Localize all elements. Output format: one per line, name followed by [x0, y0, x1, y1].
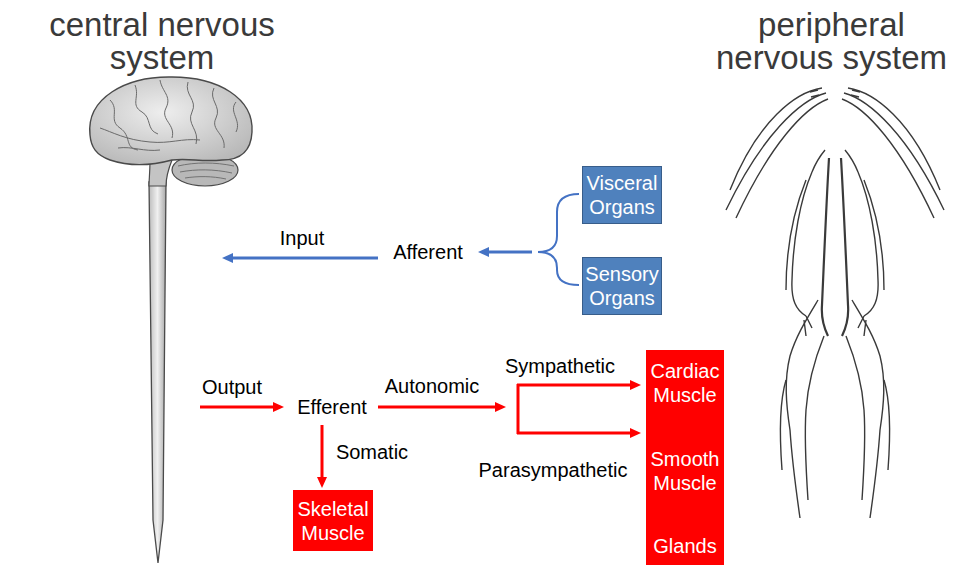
box-text: Visceral Organs [586, 171, 658, 219]
arm-nerve [736, 99, 828, 218]
output-arrow [200, 406, 273, 409]
flow-label: Efferent [297, 395, 367, 419]
organ-box: Sensory Organs [582, 257, 662, 315]
leg-nerve [805, 336, 824, 500]
effector-box: Cardiac MuscleSmooth MuscleGlands [646, 350, 724, 565]
arm-nerve [730, 88, 822, 190]
parasympathetic-arrow [517, 432, 630, 435]
input-arrow [233, 257, 378, 260]
section-heading: peripheral nervous system [714, 8, 949, 74]
flow-label: Parasympathetic [479, 458, 628, 482]
cerebrum [90, 77, 252, 165]
flow-label: Output [202, 375, 262, 399]
cerebellum-folds [178, 163, 234, 179]
nerve-figure-mirror [841, 88, 944, 518]
trunk-nerve [792, 172, 812, 316]
leg-nerve [780, 380, 786, 470]
box-text: Skeletal Muscle [297, 497, 369, 545]
pelvis-nerve [786, 300, 818, 430]
hand-dash [810, 90, 819, 97]
box-text: Cardiac Muscle [650, 359, 720, 407]
autonomic-arrow [378, 406, 495, 409]
neck-nerve [812, 150, 825, 172]
nerve-figure-half [726, 88, 829, 518]
flow-label: Afferent [393, 240, 463, 264]
trunk-nerve [786, 180, 806, 290]
box-text: Sensory Organs [585, 262, 658, 310]
arm-nerve [726, 93, 826, 210]
box-text: Smooth Muscle [650, 447, 720, 495]
flow-label: Autonomic [385, 374, 480, 398]
brace [538, 194, 579, 285]
box-text: Glands [653, 534, 716, 558]
spinal-cord [149, 182, 166, 563]
flow-label: Somatic [336, 440, 408, 464]
spine-nerve [822, 158, 829, 336]
brain-illustration [90, 77, 252, 563]
hand-nerve [804, 316, 812, 336]
leg-nerve [790, 430, 800, 518]
branch-line [517, 384, 520, 434]
flow-label: Sympathetic [505, 354, 615, 378]
brain-gyri [100, 80, 238, 150]
somatic-arrow [321, 425, 324, 477]
flow-label: Input [280, 226, 324, 250]
organ-box: Visceral Organs [582, 166, 662, 224]
afferent-arrow [489, 251, 532, 254]
effector-box: Skeletal Muscle [293, 490, 373, 551]
section-heading: central nervous system [45, 8, 280, 74]
sympathetic-arrow [517, 384, 630, 387]
nerve-figure [726, 88, 944, 518]
